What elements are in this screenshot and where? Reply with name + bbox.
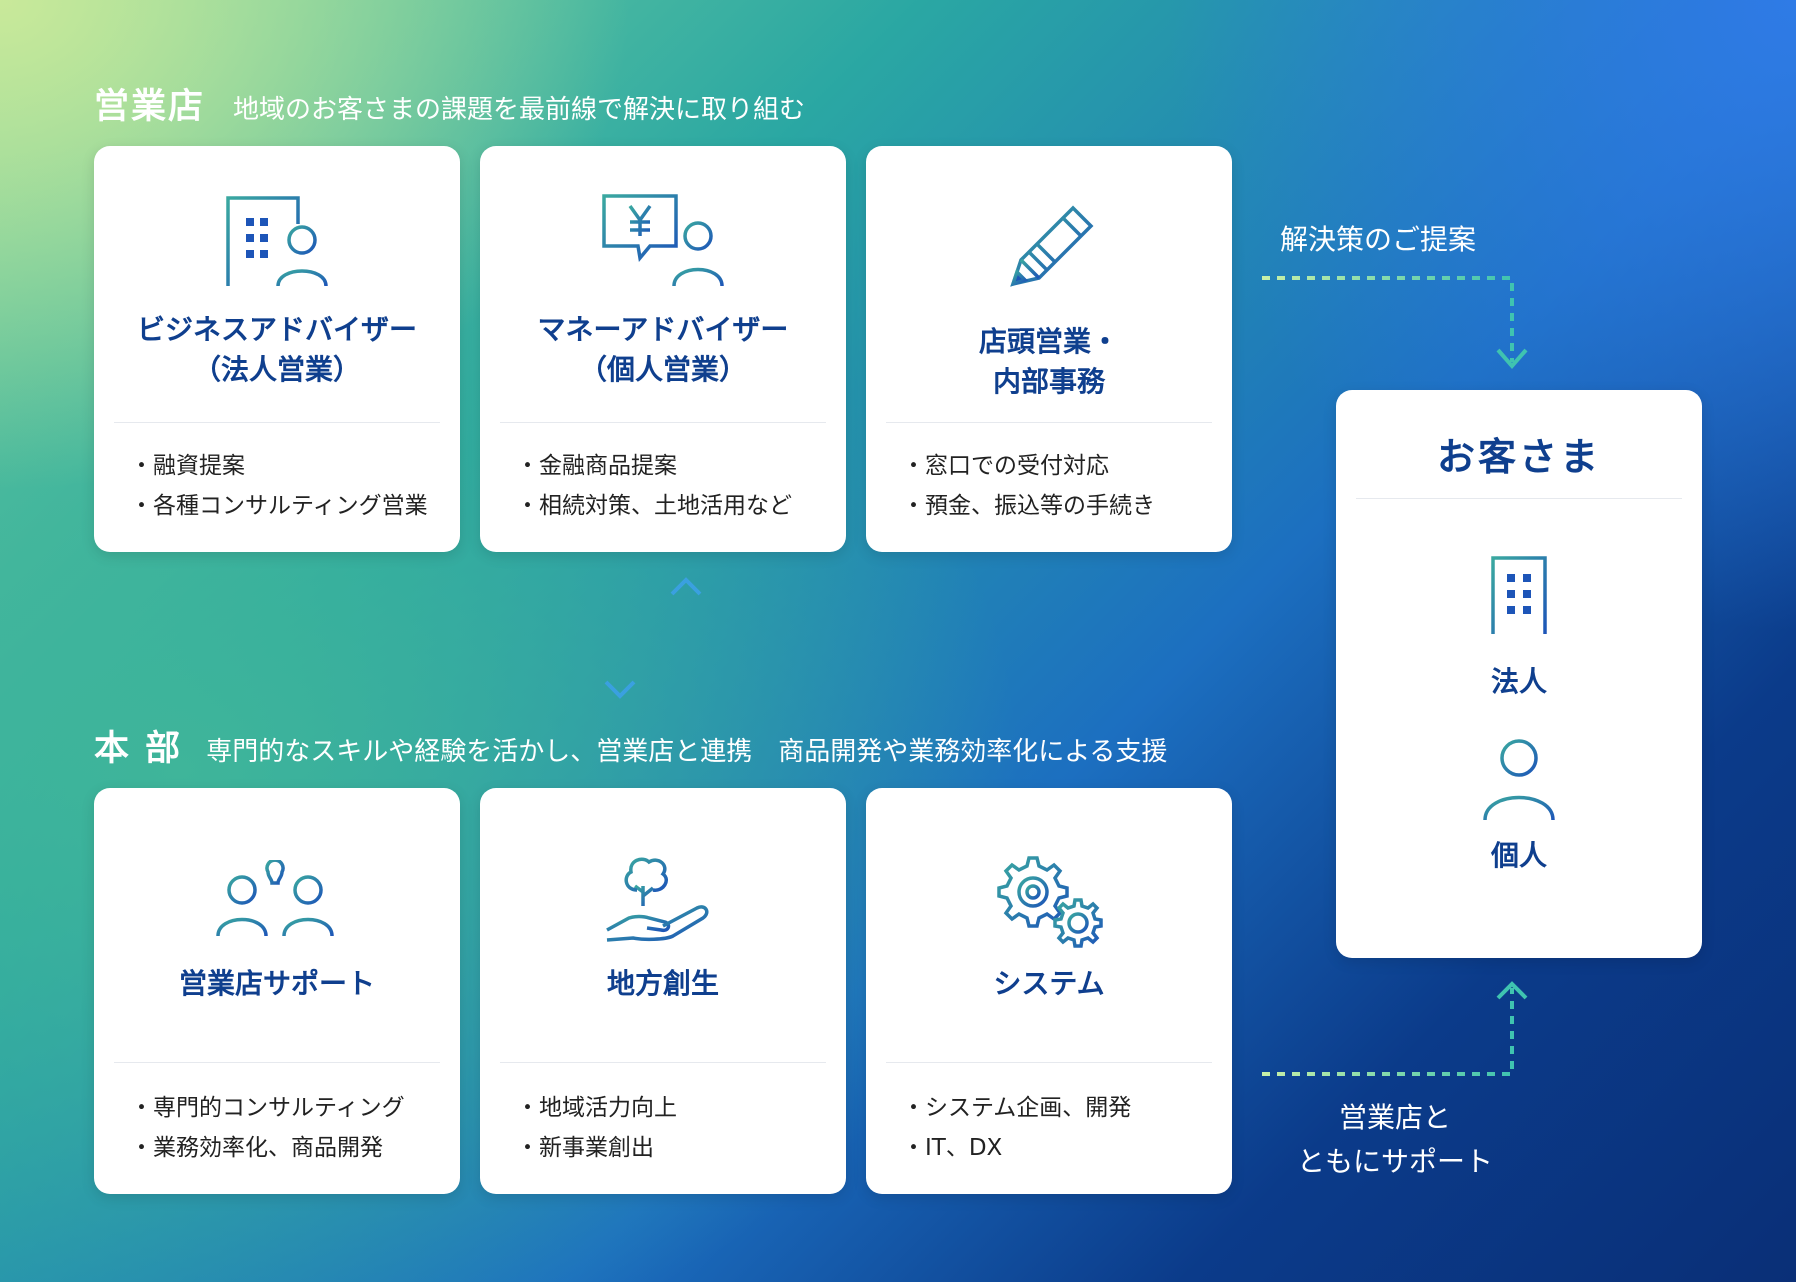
item-list: 地域活力向上 新事業創出: [516, 1088, 677, 1168]
card-counter-operations: 店頭営業・ 内部事務 窓口での受付対応 預金、振込等の手続き: [866, 146, 1232, 552]
card-title: 店頭営業・ 内部事務: [866, 322, 1232, 402]
individual-label: 個人: [1490, 839, 1547, 872]
card-branch-support: 営業店サポート 専門的コンサルティング 業務効率化、商品開発: [94, 788, 460, 1194]
divider: [886, 422, 1212, 423]
list-item: 相続対策、土地活用など: [516, 486, 792, 526]
building-person-icon: [94, 194, 460, 290]
gears-icon: [866, 850, 1232, 950]
card-title-line1: ビジネスアドバイザー: [136, 313, 417, 346]
card-title-line2: （法人営業）: [192, 353, 361, 386]
card-regional-revitalization: 地方創生 地域活力向上 新事業創出: [480, 788, 846, 1194]
item-list: 融資提案 各種コンサルティング営業: [130, 446, 428, 526]
branch-to-hq-arrow: [604, 578, 636, 699]
people-lightbulb-icon: [94, 860, 460, 940]
corporate-label: 法人: [1490, 665, 1547, 698]
card-title: 地方創生: [480, 964, 846, 1004]
list-item: 専門的コンサルティング: [130, 1088, 405, 1128]
list-item: 窓口での受付対応: [902, 446, 1155, 486]
hq-heading: 本 部専門的なスキルや経験を活かし、営業店と連携 商品開発や業務効率化による支援: [94, 720, 1167, 771]
list-item: 預金、振込等の手続き: [902, 486, 1155, 526]
yen-speech-person-icon: [480, 190, 846, 290]
divider: [500, 422, 826, 423]
support-label-line2: ともにサポート: [1296, 1145, 1493, 1178]
list-item: 業務効率化、商品開発: [130, 1128, 405, 1168]
card-title-line2: （個人営業）: [578, 353, 747, 386]
card-title-line1: 地方創生: [606, 967, 719, 1000]
list-item: 各種コンサルティング営業: [130, 486, 428, 526]
card-title-line1: システム: [993, 967, 1105, 1000]
card-system: システム システム企画、開発 IT、DX: [866, 788, 1232, 1194]
hq-to-branch-arrow: [670, 577, 702, 698]
divider: [114, 422, 440, 423]
item-list: 窓口での受付対応 預金、振込等の手続き: [902, 446, 1155, 526]
card-business-advisor: ビジネスアドバイザー （法人営業） 融資提案 各種コンサルティング営業: [94, 146, 460, 552]
item-list: システム企画、開発 IT、DX: [902, 1088, 1131, 1168]
proposal-arrow: [1262, 276, 1528, 370]
customer-card: お客さま 法人 個人: [1336, 390, 1702, 958]
list-item: 金融商品提案: [516, 446, 792, 486]
item-list: 専門的コンサルティング 業務効率化、商品開発: [130, 1088, 405, 1168]
card-money-advisor: マネーアドバイザー （個人営業） 金融商品提案 相続対策、土地活用など: [480, 146, 846, 552]
list-item: システム企画、開発: [902, 1088, 1131, 1128]
hq-heading-title: 本 部: [94, 729, 183, 769]
support-label-line1: 営業店と: [1338, 1101, 1451, 1134]
branch-heading-title: 営業店: [94, 87, 206, 127]
list-item: 新事業創出: [516, 1128, 677, 1168]
divider: [114, 1062, 440, 1063]
support-label: 営業店と ともにサポート: [1288, 1096, 1502, 1184]
card-title-line2: 内部事務: [992, 365, 1105, 398]
branch-heading: 営業店地域のお客さまの課題を最前線で解決に取り組む: [94, 78, 805, 129]
card-title: ビジネスアドバイザー （法人営業）: [94, 310, 460, 390]
hand-tree-icon: [480, 846, 846, 946]
proposal-label: 解決策のご提案: [1280, 223, 1477, 256]
card-title: システム: [866, 964, 1232, 1004]
customer-title: お客さま: [1436, 435, 1601, 479]
building-icon: [1336, 554, 1702, 638]
hq-heading-subtitle: 専門的なスキルや経験を活かし、営業店と連携 商品開発や業務効率化による支援: [206, 737, 1168, 767]
card-title: 営業店サポート: [94, 964, 460, 1004]
list-item: IT、DX: [902, 1128, 1131, 1168]
card-title-line1: 店頭営業・: [978, 325, 1119, 358]
card-title: マネーアドバイザー （個人営業）: [480, 310, 846, 390]
pencil-icon: [866, 202, 1232, 298]
support-arrow: [1262, 981, 1528, 1076]
divider: [500, 1062, 826, 1063]
person-icon: [1336, 738, 1702, 824]
divider: [886, 1062, 1212, 1063]
divider: [1356, 498, 1682, 499]
card-title-line1: マネーアドバイザー: [537, 313, 789, 346]
list-item: 融資提案: [130, 446, 428, 486]
branch-heading-subtitle: 地域のお客さまの課題を最前線で解決に取り組む: [233, 95, 806, 125]
item-list: 金融商品提案 相続対策、土地活用など: [516, 446, 792, 526]
card-title-line1: 営業店サポート: [178, 967, 375, 1000]
list-item: 地域活力向上: [516, 1088, 677, 1128]
